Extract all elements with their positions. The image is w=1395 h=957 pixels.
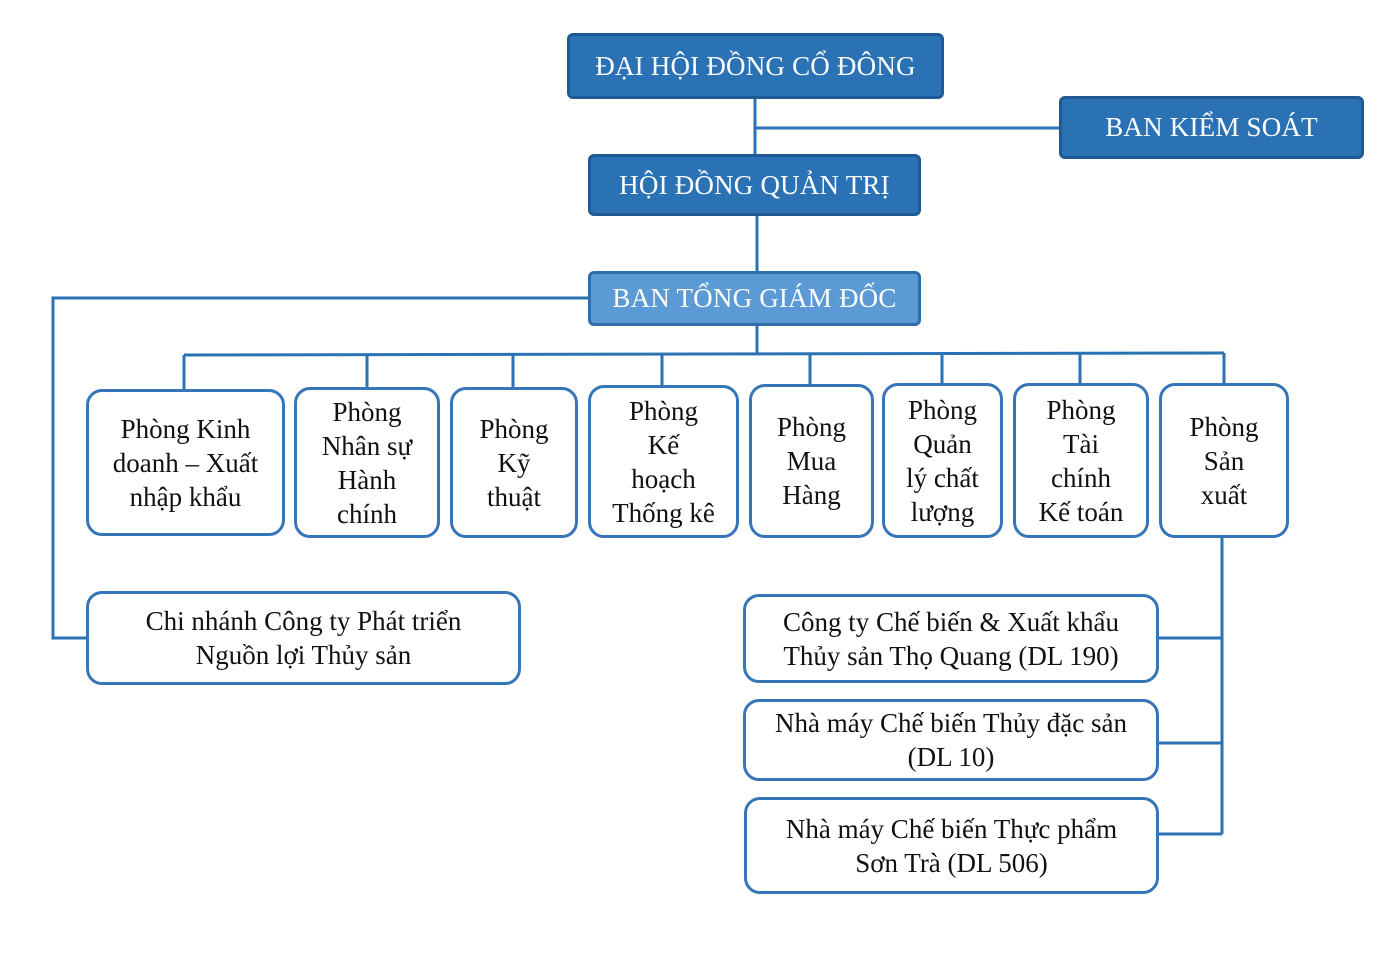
- node-dept-production: Phòng Sản xuất: [1159, 383, 1289, 538]
- node-unit-tho-quang-label: Công ty Chế biến & Xuất khẩu Thủy sản Th…: [783, 606, 1119, 671]
- node-dept-production-label: Phòng Sản xuất: [1189, 411, 1259, 510]
- node-dept-planning: Phòng Kế hoạch Thống kê: [588, 385, 739, 538]
- node-dept-tech: Phòng Kỹ thuật: [450, 387, 578, 538]
- node-dept-hr-label: Phòng Nhân sự Hành chính: [321, 396, 413, 529]
- node-dept-quality: Phòng Quản lý chất lượng: [882, 383, 1003, 538]
- node-management: BAN TỔNG GIÁM ĐỐC: [588, 271, 921, 326]
- node-dept-sales: Phòng Kinh doanh – Xuất nhập khẩu: [86, 389, 285, 536]
- node-supervisory: BAN KIỂM SOÁT: [1059, 96, 1364, 159]
- node-board-label: HỘI ĐỒNG QUẢN TRỊ: [619, 169, 890, 200]
- node-unit-son-tra: Nhà máy Chế biến Thực phẩm Sơn Trà (DL 5…: [744, 797, 1159, 894]
- node-unit-dl10: Nhà máy Chế biến Thủy đặc sản (DL 10): [743, 699, 1159, 781]
- node-dept-purchasing: Phòng Mua Hàng: [749, 384, 874, 538]
- node-dept-finance: Phòng Tài chính Kế toán: [1013, 383, 1149, 538]
- node-management-label: BAN TỔNG GIÁM ĐỐC: [612, 283, 897, 313]
- node-unit-tho-quang: Công ty Chế biến & Xuất khẩu Thủy sản Th…: [743, 594, 1159, 683]
- node-board: HỘI ĐỒNG QUẢN TRỊ: [588, 154, 921, 216]
- node-supervisory-label: BAN KIỂM SOÁT: [1105, 112, 1318, 142]
- node-branch-label: Chi nhánh Công ty Phát triển Nguồn lợi T…: [145, 606, 462, 670]
- node-dept-planning-label: Phòng Kế hoạch Thống kê: [612, 395, 715, 528]
- node-dept-quality-label: Phòng Quản lý chất lượng: [906, 394, 979, 527]
- node-dept-tech-label: Phòng Kỹ thuật: [479, 413, 549, 512]
- node-branch: Chi nhánh Công ty Phát triển Nguồn lợi T…: [86, 591, 521, 685]
- node-dept-purchasing-label: Phòng Mua Hàng: [776, 412, 847, 510]
- node-shareholders-label: ĐẠI HỘI ĐỒNG CỔ ĐÔNG: [595, 50, 916, 81]
- node-unit-dl10-label: Nhà máy Chế biến Thủy đặc sản (DL 10): [775, 708, 1127, 772]
- node-unit-son-tra-label: Nhà máy Chế biến Thực phẩm Sơn Trà (DL 5…: [785, 813, 1118, 878]
- node-dept-finance-label: Phòng Tài chính Kế toán: [1038, 394, 1124, 527]
- node-shareholders: ĐẠI HỘI ĐỒNG CỔ ĐÔNG: [567, 33, 944, 99]
- node-dept-hr: Phòng Nhân sự Hành chính: [294, 387, 440, 538]
- node-dept-sales-label: Phòng Kinh doanh – Xuất nhập khẩu: [112, 413, 259, 512]
- connector-branch: [51, 296, 589, 640]
- department-bus: [183, 351, 1225, 357]
